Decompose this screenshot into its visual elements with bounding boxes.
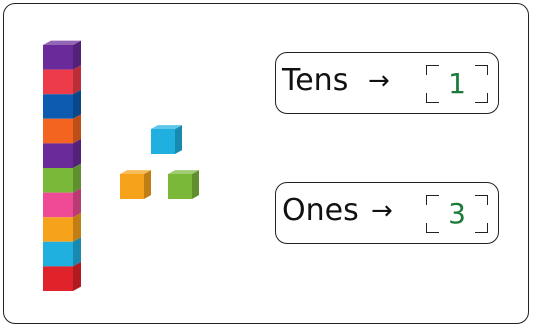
tens-rod-cube (43, 188, 81, 218)
cube-side-face (73, 139, 81, 168)
unit-cube (168, 170, 199, 199)
cube-top-face (43, 40, 81, 45)
cube-side-face (73, 188, 81, 218)
ones-label: Ones (282, 193, 359, 228)
cube-side-face (73, 237, 81, 267)
ones-answer-box: 3 (426, 195, 488, 233)
cube-side-face (73, 262, 81, 291)
tens-rod-cube (43, 262, 81, 291)
ones-box: Ones → 3 (275, 182, 499, 244)
cube-front-face (43, 69, 73, 95)
cube-front-face (43, 118, 73, 144)
tens-rod-cube (43, 139, 81, 168)
cube-side-face (144, 170, 151, 199)
bracket-corner (475, 93, 488, 103)
cube-side-face (73, 89, 81, 119)
cube-top-face (120, 170, 151, 174)
cube-side-face (73, 212, 81, 242)
cube-front-face (151, 129, 175, 154)
cube-front-face (43, 143, 73, 168)
ones-value: 3 (448, 197, 466, 230)
right-arrow-icon: → (368, 66, 390, 96)
tens-box: Tens → 1 (275, 52, 499, 114)
cube-side-face (73, 40, 81, 70)
tens-rod-cube (43, 89, 81, 119)
tens-value: 1 (448, 67, 466, 100)
unit-cube (120, 170, 151, 199)
tens-rod-cube (43, 40, 81, 70)
unit-cube (151, 125, 182, 154)
tens-rod-cube (43, 65, 81, 95)
tens-answer-box: 1 (426, 65, 488, 103)
tens-label: Tens (282, 63, 349, 98)
cube-side-face (73, 114, 81, 144)
cube-front-face (43, 266, 73, 291)
bracket-corner (426, 195, 439, 205)
bracket-corner (426, 65, 439, 75)
right-arrow-icon: → (371, 196, 393, 226)
bracket-corner (475, 223, 488, 233)
unit-cubes (120, 125, 199, 199)
tens-rod-cube (43, 163, 81, 193)
cube-front-face (43, 217, 73, 242)
cube-front-face (43, 168, 73, 193)
cube-top-face (168, 170, 199, 174)
bracket-corner (426, 93, 439, 103)
cube-side-face (73, 163, 81, 193)
tens-rod (43, 40, 81, 291)
cube-front-face (168, 174, 192, 199)
cube-front-face (43, 94, 73, 119)
cube-side-face (192, 170, 199, 199)
tens-rod-cube (43, 212, 81, 242)
tens-rod-cube (43, 114, 81, 144)
cube-top-face (151, 125, 182, 129)
cube-front-face (43, 45, 73, 70)
cube-side-face (73, 65, 81, 95)
cube-front-face (43, 192, 73, 218)
bracket-corner (475, 65, 488, 75)
cube-front-face (43, 241, 73, 267)
tens-rod-cube (43, 237, 81, 267)
bracket-corner (475, 195, 488, 205)
cube-side-face (175, 125, 182, 154)
bracket-corner (426, 223, 439, 233)
cube-front-face (120, 174, 144, 199)
